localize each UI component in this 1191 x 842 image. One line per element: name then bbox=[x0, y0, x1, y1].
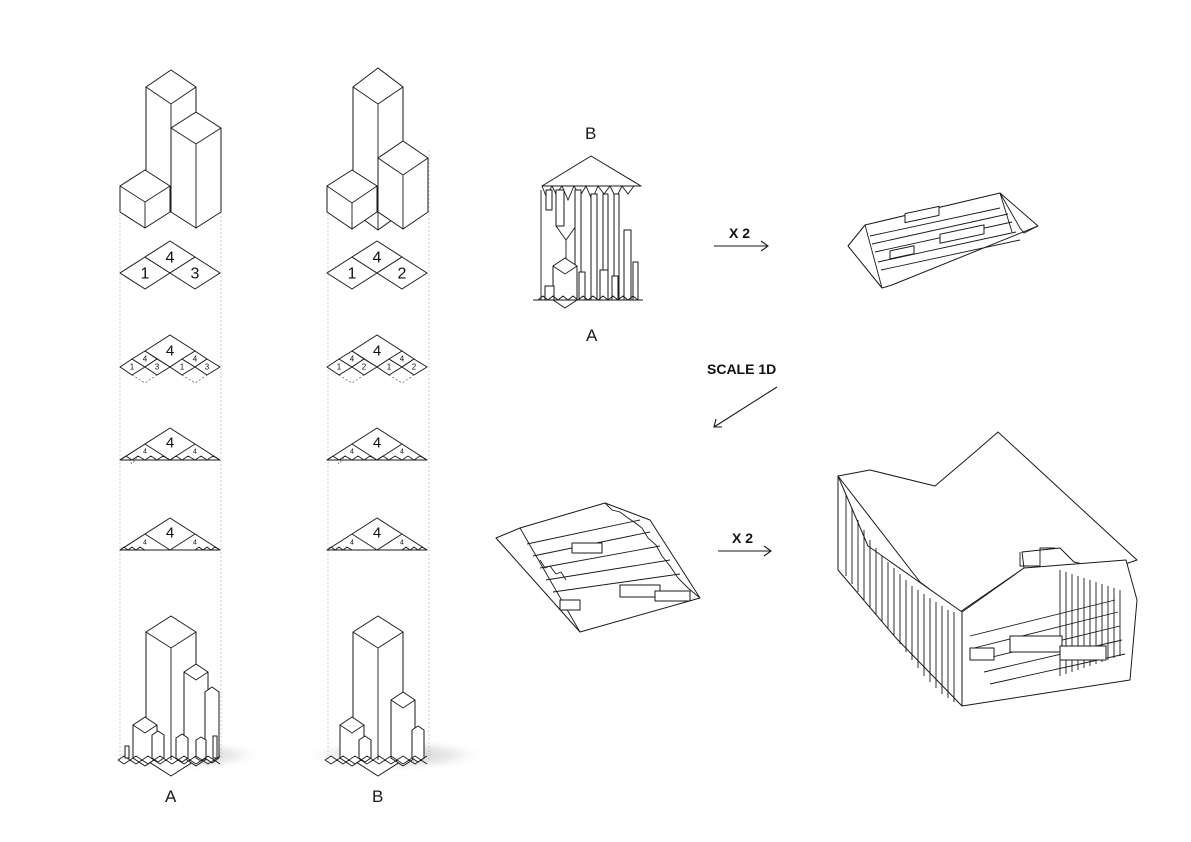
tile-label: 4 bbox=[166, 525, 174, 542]
column-a-level2-tiles: 4 1 4 3 1 4 3 bbox=[119, 334, 221, 384]
column-a-skyline bbox=[105, 615, 265, 777]
column-a-label: A bbox=[165, 787, 177, 806]
tile-label: 3 bbox=[205, 363, 210, 372]
tile-label: 4 bbox=[350, 540, 354, 547]
tile-label: 1 bbox=[180, 363, 185, 372]
tile-label: 1 bbox=[141, 266, 150, 283]
column-b-level2-tiles: 4 1 4 2 1 4 2 bbox=[326, 334, 428, 384]
column-b-level3-tiles: 4 4 4 bbox=[326, 427, 428, 465]
tile-label: 2 bbox=[398, 266, 407, 283]
tile-label: 4 bbox=[400, 540, 404, 547]
rotated-form-small bbox=[847, 192, 1039, 289]
tile-label: 4 bbox=[400, 449, 404, 456]
tile-label: 2 bbox=[412, 363, 417, 372]
arrow-right-icon bbox=[718, 545, 772, 557]
tile-label: 3 bbox=[155, 363, 160, 372]
guide-lines bbox=[119, 140, 430, 760]
tile-label: 2 bbox=[362, 363, 367, 372]
tile-label: 3 bbox=[191, 266, 200, 283]
tile-label: 4 bbox=[373, 343, 381, 360]
tile-label: 4 bbox=[400, 355, 405, 364]
tile-label: 1 bbox=[348, 266, 357, 283]
tile-label: 1 bbox=[130, 363, 135, 372]
tile-label: 4 bbox=[166, 343, 174, 360]
op-double-label-2: X 2 bbox=[732, 530, 753, 546]
column-a-level4-tiles: 4 4 4 bbox=[119, 517, 221, 551]
tile-label: 4 bbox=[143, 540, 147, 547]
column-b-skyline bbox=[300, 615, 490, 777]
tile-label: 4 bbox=[166, 250, 175, 267]
rotated-form-large bbox=[837, 431, 1138, 707]
column-b-label: B bbox=[372, 787, 383, 806]
arrow-right-icon bbox=[714, 240, 769, 252]
tile-label: 4 bbox=[143, 449, 147, 456]
column-b-top-towers bbox=[326, 67, 429, 231]
tree-top-label: B bbox=[585, 124, 596, 143]
tile-label: 4 bbox=[373, 250, 382, 267]
tile-label: 4 bbox=[373, 435, 381, 452]
column-a-top-towers bbox=[119, 69, 222, 229]
column-a-level3-tiles: 4 4 4 bbox=[119, 427, 221, 465]
tree-bottom-label: A bbox=[586, 326, 598, 345]
vertical-fins bbox=[845, 494, 955, 702]
tile-label: 4 bbox=[350, 355, 355, 364]
tile-label: 1 bbox=[387, 363, 392, 372]
column-b-level4-tiles: 4 4 4 bbox=[326, 517, 428, 551]
tile-label: 4 bbox=[166, 435, 174, 452]
column-a-level1-tiles: 1 4 3 bbox=[119, 240, 221, 290]
arrow-down-left-icon bbox=[713, 386, 778, 428]
op-double-label-1: X 2 bbox=[729, 225, 750, 241]
tile-label: 1 bbox=[337, 363, 342, 372]
tile-label: 4 bbox=[193, 449, 197, 456]
op-scale-label: SCALE 1D bbox=[707, 361, 776, 377]
tile-label: 4 bbox=[193, 540, 197, 547]
tile-label: 4 bbox=[193, 355, 198, 364]
tile-label: 4 bbox=[350, 449, 354, 456]
tile-label: 4 bbox=[373, 525, 381, 542]
column-b-level1-tiles: 1 4 2 bbox=[326, 240, 428, 290]
tile-label: 4 bbox=[143, 355, 148, 364]
rotated-form-medium bbox=[495, 502, 701, 633]
tree-diagram bbox=[533, 155, 643, 309]
